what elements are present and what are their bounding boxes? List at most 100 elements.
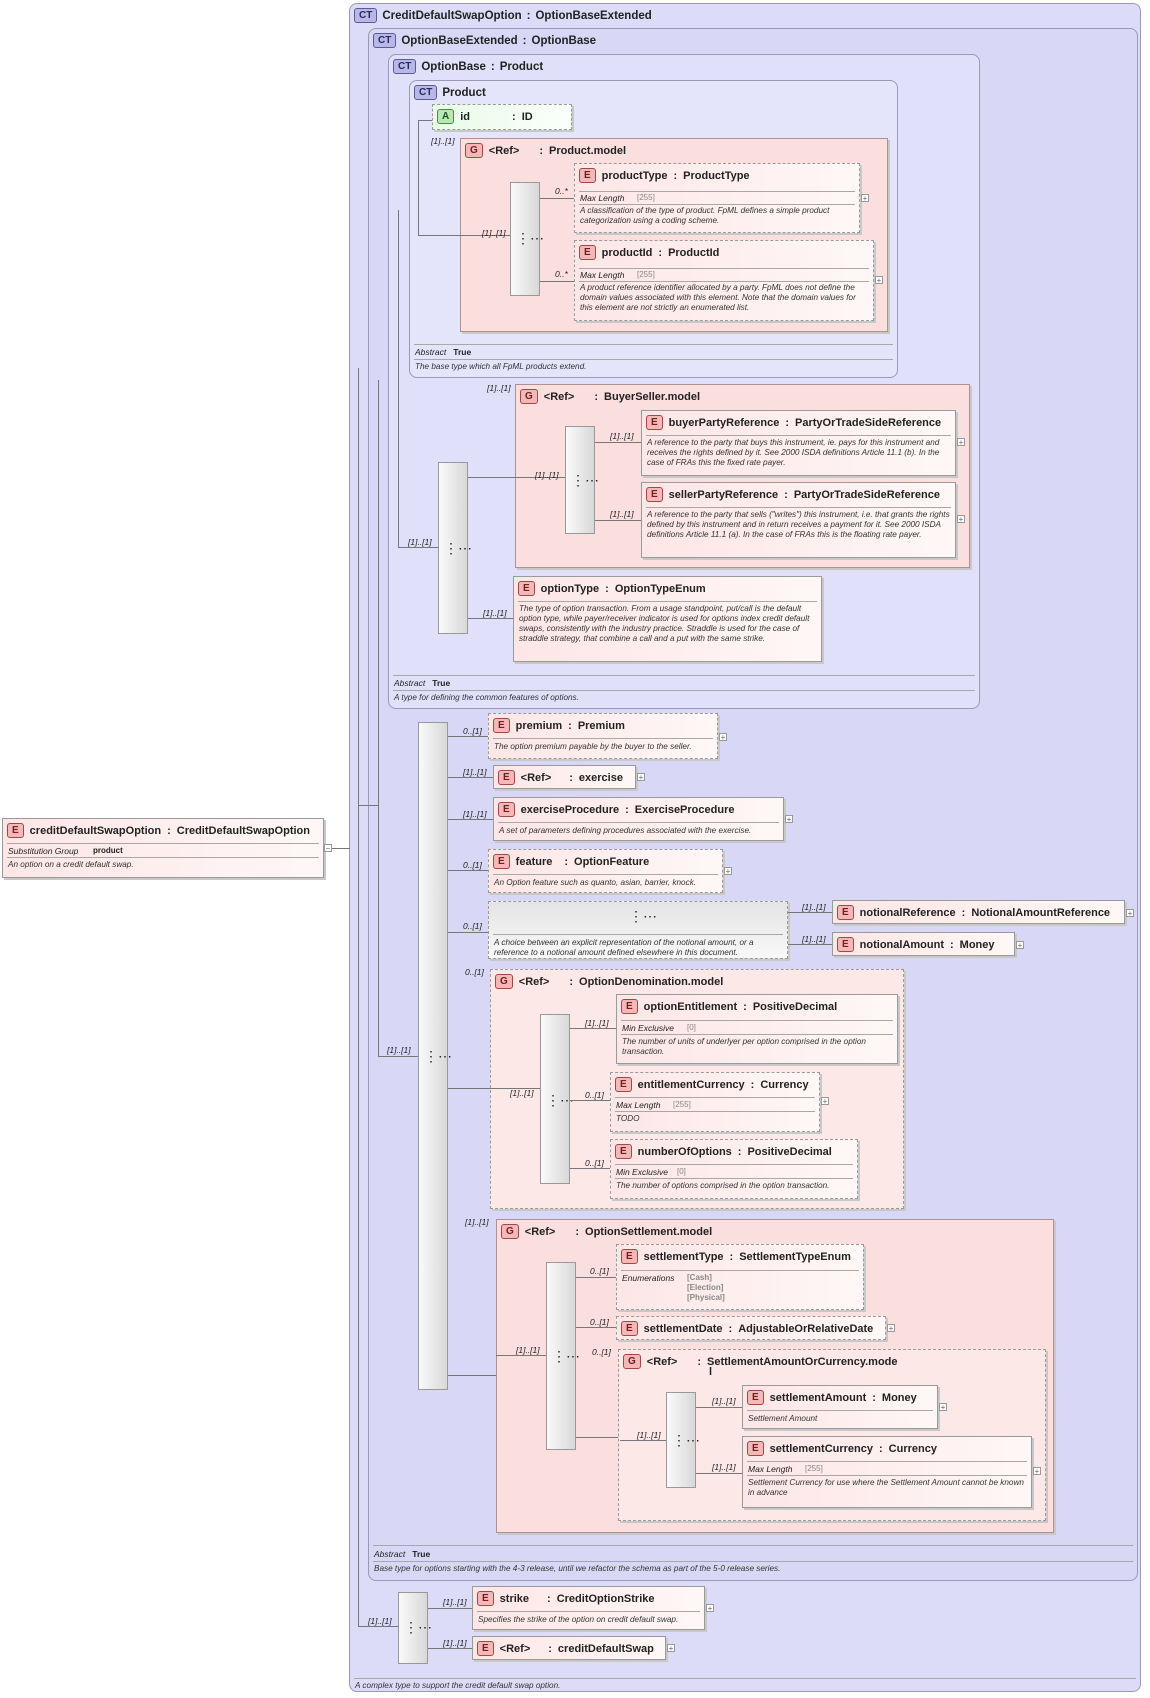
divider [373, 1545, 1133, 1546]
divider [747, 1410, 933, 1411]
element-icon: E [747, 1390, 764, 1405]
expand-icon[interactable]: + [637, 773, 645, 782]
sep: : [522, 34, 527, 47]
divider [493, 874, 718, 875]
expand-icon[interactable]: + [785, 815, 793, 824]
root-element-credit-default-swap-option[interactable]: E creditDefaultSwapOption : CreditDefaul… [2, 818, 324, 878]
connector [595, 520, 641, 521]
divider [498, 822, 779, 823]
element-notional-amount[interactable]: E notionalAmount : Money [832, 932, 1015, 956]
premium-type: Premium [577, 719, 625, 732]
sequence-denomination[interactable] [540, 1014, 570, 1184]
element-product-id[interactable]: E productId : ProductId Max Length [255]… [574, 240, 874, 321]
prop-label: Max Length [580, 270, 625, 280]
element-strike[interactable]: E strike : CreditOptionStrike Specifies … [472, 1586, 705, 1630]
element-notional-reference[interactable]: E notionalReference : NotionalAmountRefe… [832, 900, 1125, 924]
ct-product-title: CT Product [414, 85, 486, 100]
connector [788, 912, 832, 913]
feature-type: OptionFeature [574, 855, 650, 868]
element-settlement-currency[interactable]: E settlementCurrency : Currency Max Leng… [742, 1436, 1032, 1508]
notional-amount-title: E notionalAmount : Money [837, 937, 995, 952]
expand-icon[interactable]: + [1033, 1467, 1041, 1476]
connector [448, 870, 488, 871]
expand-icon[interactable]: + [706, 1604, 714, 1613]
expand-icon[interactable]: + [719, 733, 727, 742]
ct-cdso-doc: A complex type to support the credit def… [355, 1681, 561, 1690]
ct-obe-name: OptionBaseExtended [401, 34, 518, 47]
connector [788, 944, 832, 945]
element-settlement-amount[interactable]: E settlementAmount : Money Settlement Am… [742, 1385, 938, 1429]
sep: : [625, 803, 629, 816]
sequence-credit-default-swap-option[interactable] [398, 1592, 428, 1664]
divider [747, 1475, 1027, 1476]
expand-icon[interactable]: + [887, 1324, 895, 1333]
choice-notional[interactable]: ⋮⋯ A choice between an explicit represen… [488, 901, 788, 959]
expand-icon[interactable]: + [1126, 909, 1134, 918]
expand-icon[interactable]: + [875, 276, 883, 285]
mult-feature: 0..[1] [463, 860, 482, 870]
divider [615, 1164, 853, 1165]
ct-ob-name: OptionBase [421, 60, 486, 73]
option-entitlement-title: E optionEntitlement : PositiveDecimal [621, 999, 837, 1014]
connector [540, 281, 574, 282]
expand-icon[interactable]: + [939, 1403, 947, 1412]
choice-amount-or-currency[interactable] [666, 1392, 696, 1488]
element-buyer-party-reference[interactable]: E buyerPartyReference : PartyOrTradeSide… [641, 410, 956, 476]
credit-default-swap-name: creditDefaultSwap [557, 1642, 654, 1655]
element-exercise-procedure[interactable]: E exerciseProcedure : ExerciseProcedure … [493, 797, 784, 841]
settlement-amount-type: Money [881, 1391, 917, 1404]
divider [646, 435, 951, 436]
element-settlement-date[interactable]: E settlementDate : AdjustableOrRelativeD… [616, 1316, 886, 1340]
sep: : [512, 110, 516, 123]
sequence-settlement[interactable] [546, 1262, 576, 1450]
group-icon: G [495, 974, 513, 989]
element-icon: E [477, 1641, 494, 1656]
element-feature[interactable]: E feature : OptionFeature An Option feat… [488, 849, 723, 893]
divider [7, 843, 319, 844]
element-credit-default-swap[interactable]: E <Ref> : creditDefaultSwap [472, 1636, 666, 1660]
element-entitlement-currency[interactable]: E entitlementCurrency : Currency Max Len… [610, 1072, 820, 1132]
enum-value-physical: [Physical] [687, 1293, 725, 1302]
expand-icon[interactable]: + [821, 1097, 829, 1106]
notional-amount-type: Money [959, 938, 995, 951]
sequence-option-base[interactable] [438, 462, 468, 634]
element-seller-party-reference[interactable]: E sellerPartyReference : PartyOrTradeSid… [641, 482, 956, 558]
element-option-type[interactable]: E optionType : OptionTypeEnum The type o… [513, 576, 822, 662]
mult-product-model: [1]..[1] [431, 136, 455, 146]
element-icon: E [837, 905, 854, 920]
connector [576, 1437, 620, 1438]
sequence-buyer-seller[interactable] [565, 426, 595, 534]
element-settlement-type[interactable]: E settlementType : SettlementTypeEnum En… [616, 1244, 864, 1310]
element-option-entitlement[interactable]: E optionEntitlement : PositiveDecimal Mi… [616, 994, 898, 1064]
expand-icon[interactable]: + [724, 867, 732, 876]
element-number-of-options[interactable]: E numberOfOptions : PositiveDecimal Min … [610, 1139, 858, 1199]
mult-entitlement-currency: 0..[1] [585, 1090, 604, 1100]
option-entitlement-type: PositiveDecimal [752, 1000, 838, 1013]
expand-icon[interactable]: + [957, 515, 965, 524]
strike-doc: Specifies the strike of the option on cr… [478, 1615, 679, 1624]
option-entitlement-name: optionEntitlement [643, 1000, 738, 1013]
prop-value: [255] [637, 193, 655, 202]
group-icon: G [623, 1354, 641, 1369]
expand-icon[interactable]: + [861, 194, 869, 203]
connector [540, 198, 574, 199]
prop-value: [255] [673, 1100, 691, 1109]
element-premium[interactable]: E premium : Premium The option premium p… [488, 713, 718, 759]
expand-icon[interactable]: + [957, 438, 965, 447]
element-exercise[interactable]: E <Ref> : exercise [493, 765, 636, 789]
product-type-doc: A classification of the type of product.… [580, 206, 830, 225]
element-product-type[interactable]: E productType : ProductType Max Length [… [574, 163, 860, 233]
notional-reference-name: notionalReference [859, 906, 956, 919]
divider [414, 359, 893, 360]
sequence-option-base-extended[interactable] [418, 722, 448, 1390]
mult-exercise: [1]..[1] [463, 767, 487, 777]
sequence-product-model[interactable] [510, 182, 540, 296]
attribute-id[interactable]: A id : ID [432, 104, 572, 130]
collapse-icon[interactable]: − [324, 844, 332, 853]
settlement-type-title: E settlementType : SettlementTypeEnum [621, 1249, 851, 1264]
premium-name: premium [515, 719, 563, 732]
mult-buyer-seller-seq: [1]..[1] [535, 470, 559, 480]
expand-icon[interactable]: + [1016, 941, 1024, 950]
expand-icon[interactable]: + [667, 1644, 675, 1653]
root-prop-value: product [93, 846, 123, 855]
